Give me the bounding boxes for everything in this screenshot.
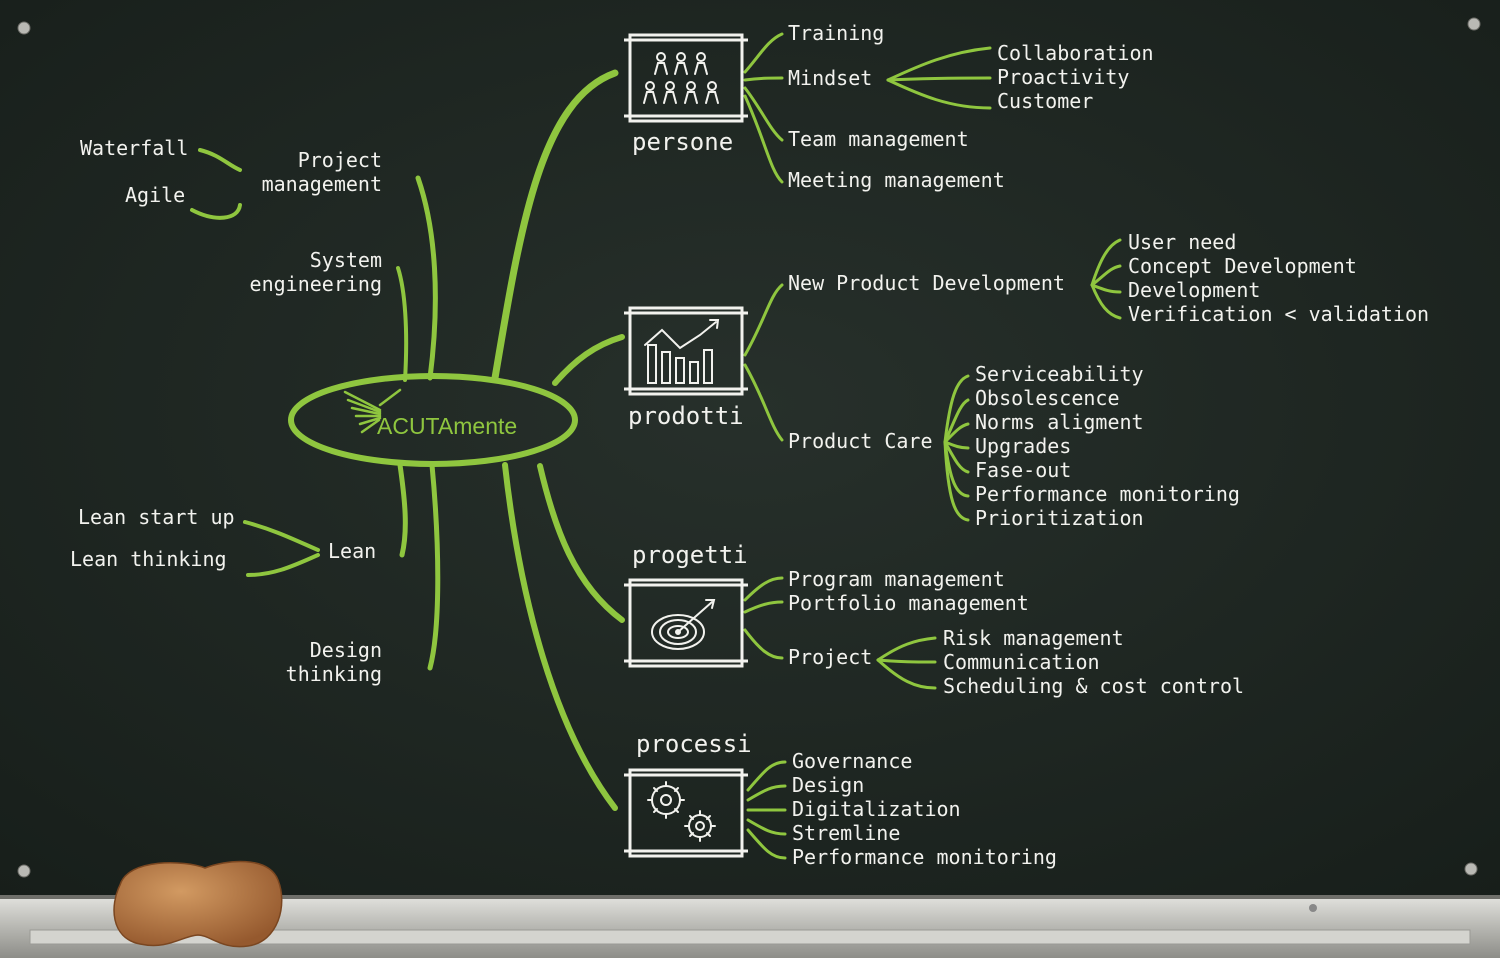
prodotti-title: prodotti [628,402,744,430]
screws [17,17,1481,878]
people-icon [643,52,719,104]
npd-item-1: Concept Development [1128,254,1357,278]
project-label: Project [788,645,872,669]
processi-item-0: Governance [792,749,912,773]
design-thinking-label-1: Design [310,638,382,662]
target-icon [651,599,716,650]
agile-label: Agile [125,183,185,207]
processi-item-4: Performance monitoring [792,845,1057,869]
processi-item-3: Stremline [792,821,900,845]
project-item-0: Risk management [943,626,1124,650]
persone-node: persone Training Mindset Collaboration P… [624,21,1154,192]
care-item-4: Fase-out [975,458,1071,482]
center-label: ACUTAmente [377,413,517,439]
program-management-label: Program management [788,567,1005,591]
lean-thinking-label: Lean thinking [70,547,227,571]
mind-map-branches [190,32,1122,860]
care-item-3: Upgrades [975,434,1071,458]
system-engineering-label-2: engineering [250,272,382,296]
care-item-2: Norms aligment [975,410,1144,434]
care-item-6: Prioritization [975,506,1144,530]
project-item-2: Scheduling & cost control [943,674,1244,698]
sponge-eraser [113,860,283,948]
care-item-5: Performance monitoring [975,482,1240,506]
npd-label: New Product Development [788,271,1065,295]
portfolio-management-label: Portfolio management [788,591,1029,615]
processi-item-2: Digitalization [792,797,961,821]
chart-icon [644,319,720,384]
npd-item-0: User need [1128,230,1236,254]
waterfall-label: Waterfall [80,136,188,160]
processi-item-1: Design [792,773,864,797]
dragonfly-logo-icon [343,388,402,434]
prodotti-frame [628,306,744,396]
project-item-1: Communication [943,650,1100,674]
training-label: Training [788,21,884,45]
system-engineering-label-1: System [310,248,382,272]
lean-label: Lean [328,539,376,563]
persone-title: persone [632,128,733,156]
care-item-1: Obsolescence [975,386,1120,410]
persone-frame [628,33,744,123]
center-node: ACUTAmente [343,388,517,439]
progetti-title: progetti [632,541,748,569]
team-management-label: Team management [788,127,969,151]
gears-icon [647,781,716,842]
mindset-item-2: Customer [997,89,1093,113]
mindset-item-1: Proactivity [997,65,1129,89]
project-management-label-2: management [262,172,382,196]
mindset-item-0: Collaboration [997,41,1154,65]
progetti-frame [628,578,744,668]
project-management-label-1: Project [298,148,382,172]
npd-item-2: Development [1128,278,1260,302]
lean-start-up-label: Lean start up [78,505,235,529]
care-item-0: Serviceability [975,362,1144,386]
processi-title: processi [636,730,752,758]
npd-item-3: Verification < validation [1128,302,1429,326]
prodotti-node: prodotti New Product Development User ne… [624,230,1429,530]
processi-node: processi Governance Design Digitalizatio… [624,730,1057,869]
left-topics: Project management Waterfall Agile Syste… [70,136,382,686]
board-surface [0,0,1500,900]
processi-frame [628,768,744,858]
mindset-label: Mindset [788,66,872,90]
product-care-label: Product Care [788,429,933,453]
progetti-node: progetti Program management Portfolio ma… [624,541,1244,698]
design-thinking-label-2: thinking [286,662,382,686]
meeting-management-label: Meeting management [788,168,1005,192]
